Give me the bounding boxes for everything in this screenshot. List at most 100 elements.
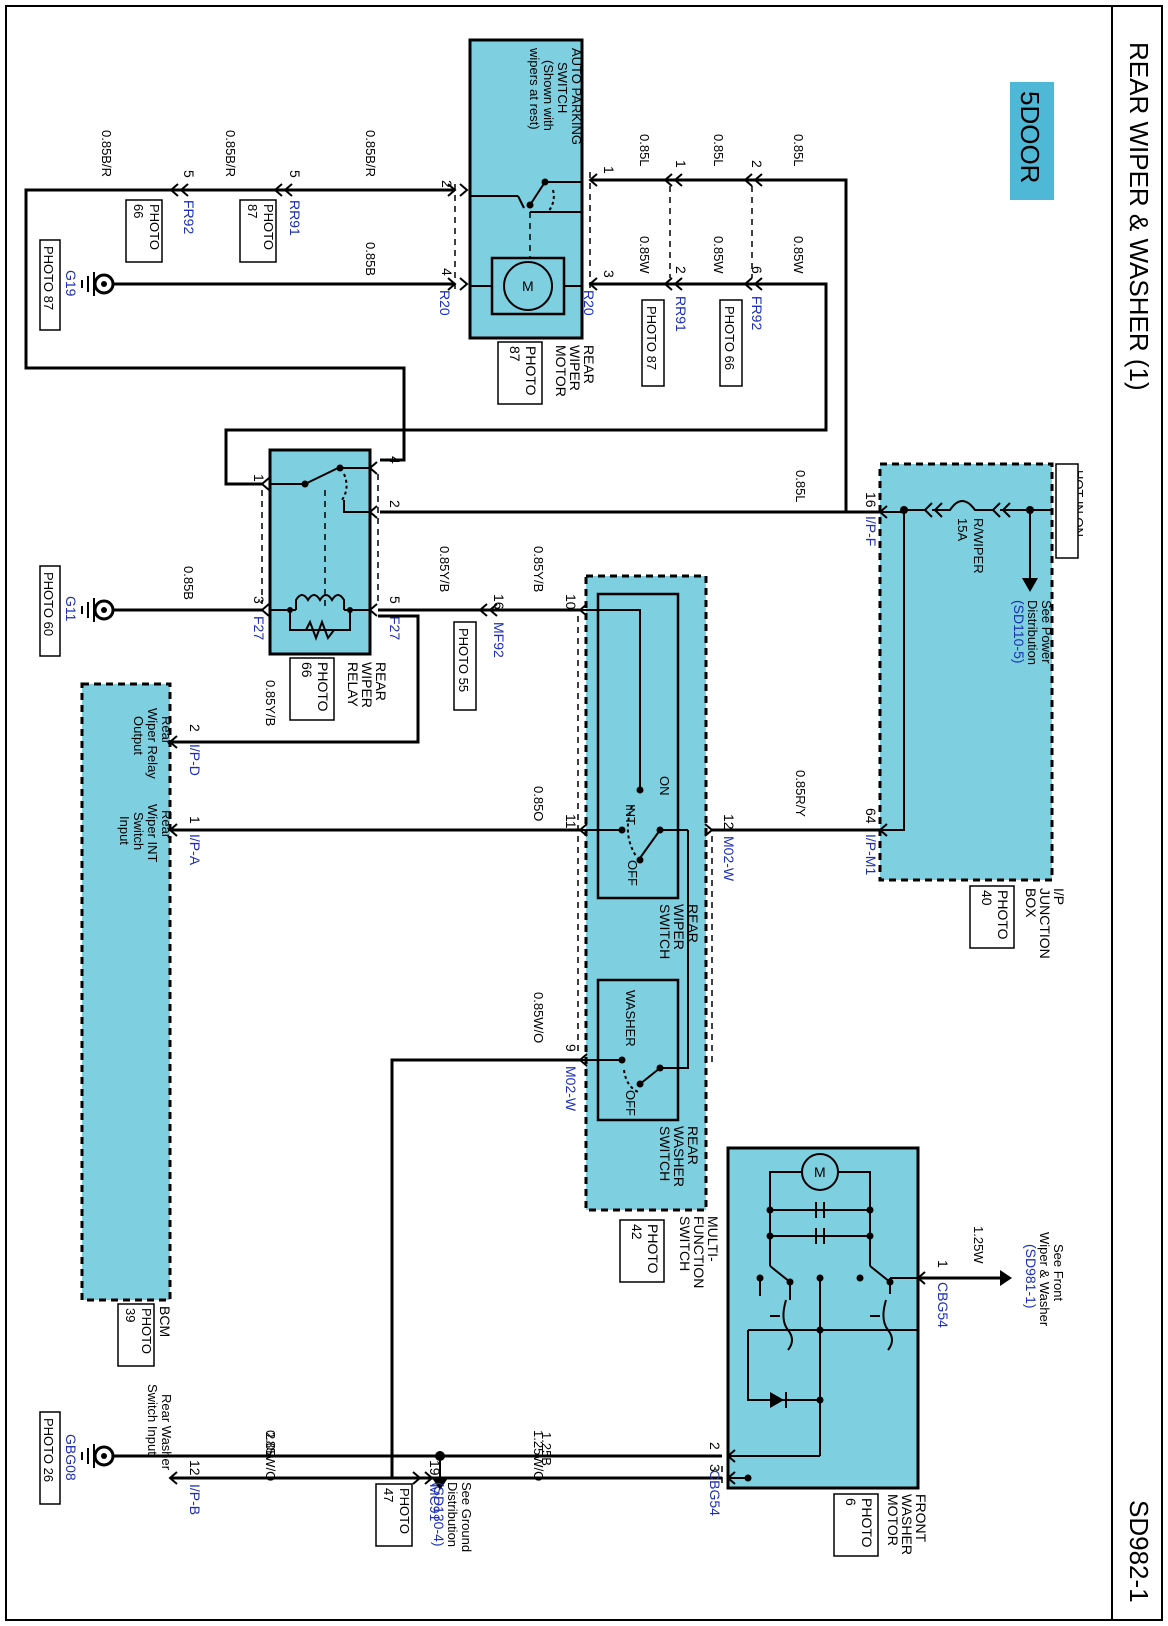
ground-g11 (81, 598, 115, 622)
svg-text:2: 2 (749, 160, 765, 168)
svg-text:Input: Input (117, 816, 132, 845)
page-title: REAR WIPER & WASHER (1) (1124, 42, 1154, 391)
svg-text:BCM: BCM (157, 1306, 173, 1337)
svg-text:JUNCTION: JUNCTION (1037, 888, 1053, 959)
svg-text:PHOTO: PHOTO (397, 1488, 412, 1534)
connector-cbg54-top: CBG54 (935, 1282, 951, 1328)
connector-ipm1: I/P-M1 (863, 834, 879, 875)
svg-text:12: 12 (721, 814, 737, 830)
svg-text:1: 1 (601, 166, 617, 174)
svg-text:I/P: I/P (1051, 888, 1067, 905)
svg-text:WIPER: WIPER (671, 904, 687, 950)
svg-text:SWITCH: SWITCH (657, 1126, 673, 1181)
svg-text:9: 9 (563, 1044, 579, 1052)
svg-text:5: 5 (387, 596, 403, 604)
svg-text:OFF: OFF (623, 1090, 638, 1116)
svg-text:0.85W: 0.85W (791, 236, 806, 274)
power-dist-ref: (SD110-5) (1011, 600, 1027, 664)
svg-text:39: 39 (123, 1308, 138, 1322)
svg-text:OFF: OFF (625, 860, 640, 886)
svg-text:PHOTO: PHOTO (523, 346, 539, 396)
multifunction-switch (580, 574, 708, 1212)
svg-text:16: 16 (491, 594, 507, 610)
svg-text:6: 6 (749, 266, 765, 274)
yb-wires (170, 603, 580, 744)
rear-wiper-motor: AUTO PARKING SWITCH (Shown with wipers a… (468, 38, 597, 405)
connector-fr92-left: FR92 (181, 200, 197, 234)
connector-cbg54-bottom: CBG54 (707, 1470, 723, 1516)
ground-gbg08 (81, 1444, 115, 1468)
connector-rr91-left: RR91 (287, 200, 303, 236)
svg-text:0.85W: 0.85W (637, 236, 652, 274)
svg-text:2: 2 (673, 266, 689, 274)
svg-text:WASHER: WASHER (623, 990, 638, 1047)
svg-text:PHOTO: PHOTO (139, 1308, 154, 1354)
svg-text:2.0B: 2.0B (263, 1432, 278, 1459)
svg-text:0.85O: 0.85O (531, 786, 546, 821)
svg-text:PHOTO: PHOTO (645, 1224, 661, 1274)
svg-text:Switch Input: Switch Input (145, 1384, 160, 1455)
svg-text:0.85R/Y: 0.85R/Y (793, 770, 808, 817)
svg-text:4: 4 (439, 268, 455, 276)
svg-text:See Power: See Power (1039, 600, 1054, 664)
svg-text:WASHER: WASHER (671, 1126, 687, 1187)
svg-text:2: 2 (387, 500, 403, 508)
svg-text:0.85B/R: 0.85B/R (99, 130, 114, 177)
svg-text:Wiper & Washer: Wiper & Washer (1037, 1232, 1052, 1327)
svg-text:3: 3 (707, 1464, 723, 1472)
svg-text:87: 87 (245, 204, 260, 218)
svg-text:(Shown with: (Shown with (541, 60, 556, 131)
svg-text:Distribution: Distribution (445, 1482, 460, 1547)
svg-text:Wiper Relay: Wiper Relay (145, 708, 160, 779)
connector-f27-right: F27 (387, 616, 403, 640)
left-wires (24, 183, 469, 462)
connector-r20-right: R20 (581, 290, 597, 316)
ground-g19-label: G19 (63, 270, 79, 297)
svg-text:See Ground: See Ground (459, 1482, 474, 1552)
svg-text:3: 3 (251, 596, 267, 604)
svg-text:0.85L: 0.85L (637, 134, 652, 167)
connector-ipb: I/P-B (187, 1484, 203, 1515)
door-badge-label: 5DOOR (1015, 91, 1045, 183)
front-washer-ref: (SD981-1) (1023, 1244, 1039, 1309)
svg-text:40: 40 (979, 890, 995, 906)
svg-text:66: 66 (131, 204, 146, 218)
svg-text:AUTO PARKING: AUTO PARKING (569, 48, 584, 145)
front-washer-motor: M (726, 1146, 920, 1490)
svg-text:1.25W: 1.25W (971, 1226, 986, 1264)
svg-text:5: 5 (287, 170, 303, 178)
svg-text:SWITCH: SWITCH (657, 904, 673, 959)
bcm (80, 682, 178, 1485)
svg-text:FUNCTION: FUNCTION (691, 1216, 707, 1288)
svg-text:M: M (814, 1164, 826, 1180)
svg-text:PHOTO 66: PHOTO 66 (722, 306, 737, 370)
svg-text:REAR: REAR (685, 904, 701, 943)
connector-mf92: MF92 (491, 622, 507, 658)
svg-text:0.85B/R: 0.85B/R (223, 130, 238, 177)
svg-text:RELAY: RELAY (345, 662, 361, 708)
svg-text:47: 47 (381, 1488, 396, 1502)
svg-text:WASHER: WASHER (899, 1494, 915, 1555)
svg-text:12: 12 (187, 1460, 203, 1476)
door-badge (1010, 82, 1054, 200)
svg-text:5: 5 (181, 170, 197, 178)
svg-text:0.85B: 0.85B (363, 242, 378, 276)
ground-g19 (81, 272, 115, 296)
svg-text:16: 16 (863, 492, 879, 508)
svg-text:wipers at rest): wipers at rest) (527, 47, 542, 130)
svg-text:1: 1 (935, 1260, 951, 1268)
svg-text:0.85Y/B: 0.85Y/B (263, 680, 278, 726)
motor-symbol: M (522, 278, 534, 294)
svg-text:Rear: Rear (159, 810, 174, 839)
svg-text:42: 42 (629, 1224, 645, 1240)
svg-text:1: 1 (251, 474, 267, 482)
svg-text:10: 10 (563, 594, 579, 610)
svg-text:REAR: REAR (373, 662, 389, 701)
svg-text:PHOTO: PHOTO (261, 204, 276, 250)
svg-text:0.85B: 0.85B (181, 566, 196, 600)
svg-text:SWITCH: SWITCH (677, 1216, 693, 1271)
connector-m02w-a: M02-W (721, 836, 737, 882)
svg-text:ON: ON (657, 776, 672, 796)
svg-text:0.85L: 0.85L (711, 134, 726, 167)
